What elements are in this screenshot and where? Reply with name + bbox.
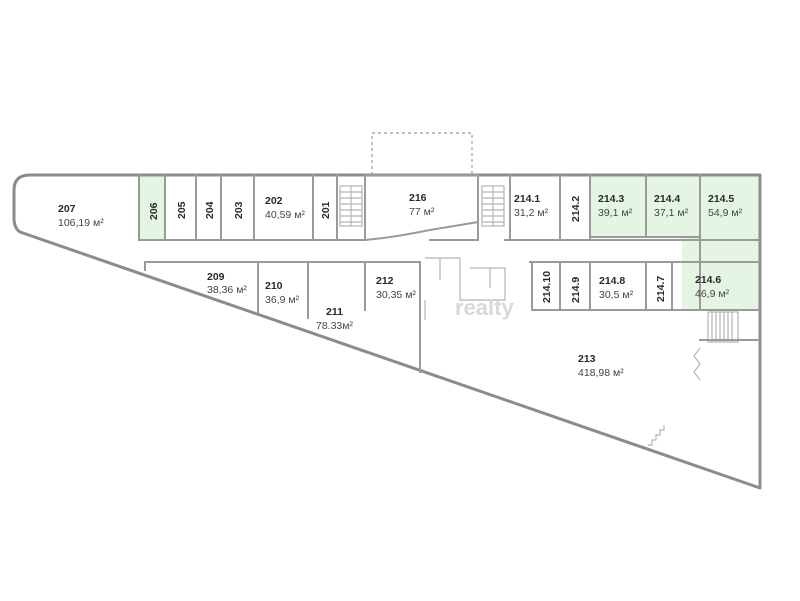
room-213-number: 213 (578, 353, 596, 365)
room-214-1-area: 31,2 м² (514, 207, 549, 219)
room-206-number: 206 (148, 202, 160, 220)
wall-216-curve (363, 220, 480, 242)
room-214-1-number: 214.1 (514, 193, 540, 205)
corridor-south-wall (144, 261, 761, 271)
room-204-number: 204 (204, 201, 216, 219)
north-partitions (138, 174, 701, 311)
room-202-area: 40,59 м² (265, 209, 305, 221)
room-214-4-number: 214.4 (654, 193, 680, 205)
room-202-number: 202 (265, 195, 283, 207)
room-207-area: 106,19 м² (58, 217, 104, 229)
room-214-5-number: 214.5 (708, 193, 734, 205)
stairs-213 (648, 311, 761, 446)
room-214-5-area: 54,9 м² (708, 207, 743, 219)
room-212-number: 212 (376, 275, 394, 287)
watermark: realty (455, 295, 514, 320)
annex-outline (371, 132, 473, 175)
room-214-8-area: 30,5 м² (599, 289, 634, 301)
room-211-number: 211 (326, 306, 343, 318)
building-outline (12, 173, 762, 490)
room-216-number: 216 (409, 192, 427, 204)
room-216-area: 77 м² (409, 206, 435, 218)
room-209-area: 38,36 м² (207, 284, 247, 296)
room-209-number: 209 (207, 271, 225, 283)
room-210-area: 36,9 м² (265, 294, 300, 306)
room-214-3-area: 39,1 м² (598, 207, 633, 219)
stairs-west (339, 185, 363, 227)
room-201-number: 201 (320, 201, 332, 219)
room-214-8-number: 214.8 (599, 275, 625, 287)
room-213-area: 418,98 м² (578, 367, 624, 379)
room-211-area: 78.33м² (316, 320, 353, 332)
room-207-number: 207 (58, 203, 76, 215)
room-214-3-number: 214.3 (598, 193, 624, 205)
room-214-9-number: 214.9 (570, 277, 582, 303)
room-203-number: 203 (233, 201, 245, 219)
room-210-number: 210 (265, 280, 283, 292)
south-partitions-west (257, 261, 421, 373)
room-214-7-number: 214.7 (655, 276, 667, 302)
room-214-10-number: 214.10 (541, 271, 553, 303)
room-205-number: 205 (176, 201, 188, 219)
stairs-east (481, 185, 505, 227)
room-206-highlight[interactable] (139, 175, 165, 239)
room-214-2-number: 214.2 (570, 196, 582, 222)
room-214-4-area: 37,1 м² (654, 207, 689, 219)
room-214-6-highlight[interactable] (682, 237, 760, 310)
wc-block (424, 257, 506, 320)
room-212-area: 30,35 м² (376, 289, 416, 301)
room-214-6-area: 46,9 м² (695, 288, 730, 300)
room-214-6-number: 214.6 (695, 274, 721, 286)
south-partitions-east (531, 261, 761, 311)
rooms-214-3-to-214-5-highlight[interactable] (590, 175, 760, 237)
